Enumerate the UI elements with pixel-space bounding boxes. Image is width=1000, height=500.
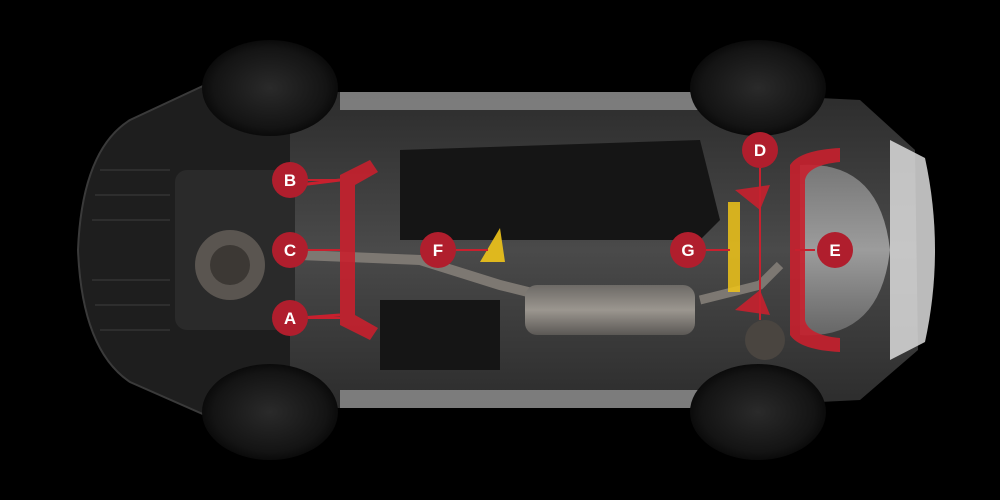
- marker-g: G: [670, 232, 706, 268]
- marker-f: F: [420, 232, 456, 268]
- marker-g-label: G: [681, 241, 694, 260]
- marker-d-label: D: [754, 141, 766, 160]
- marker-a-label: A: [284, 309, 296, 328]
- marker-b-label: B: [284, 171, 296, 190]
- rear-triangle-braces: [735, 180, 770, 320]
- marker-e-label: E: [829, 241, 840, 260]
- marker-e: E: [817, 232, 853, 268]
- marker-f-label: F: [433, 241, 443, 260]
- tires: [202, 40, 826, 460]
- marker-d: D: [742, 132, 778, 168]
- rear-right-tire: [690, 364, 826, 460]
- marker-c: C: [272, 232, 308, 268]
- rear-left-tire: [690, 40, 826, 136]
- marker-a: A: [272, 300, 308, 336]
- front-right-tire: [202, 364, 338, 460]
- rear-brace: [790, 148, 840, 352]
- marker-b: B: [272, 162, 308, 198]
- marker-c-label: C: [284, 241, 296, 260]
- yellow-braces: [480, 202, 740, 292]
- front-left-tire: [202, 40, 338, 136]
